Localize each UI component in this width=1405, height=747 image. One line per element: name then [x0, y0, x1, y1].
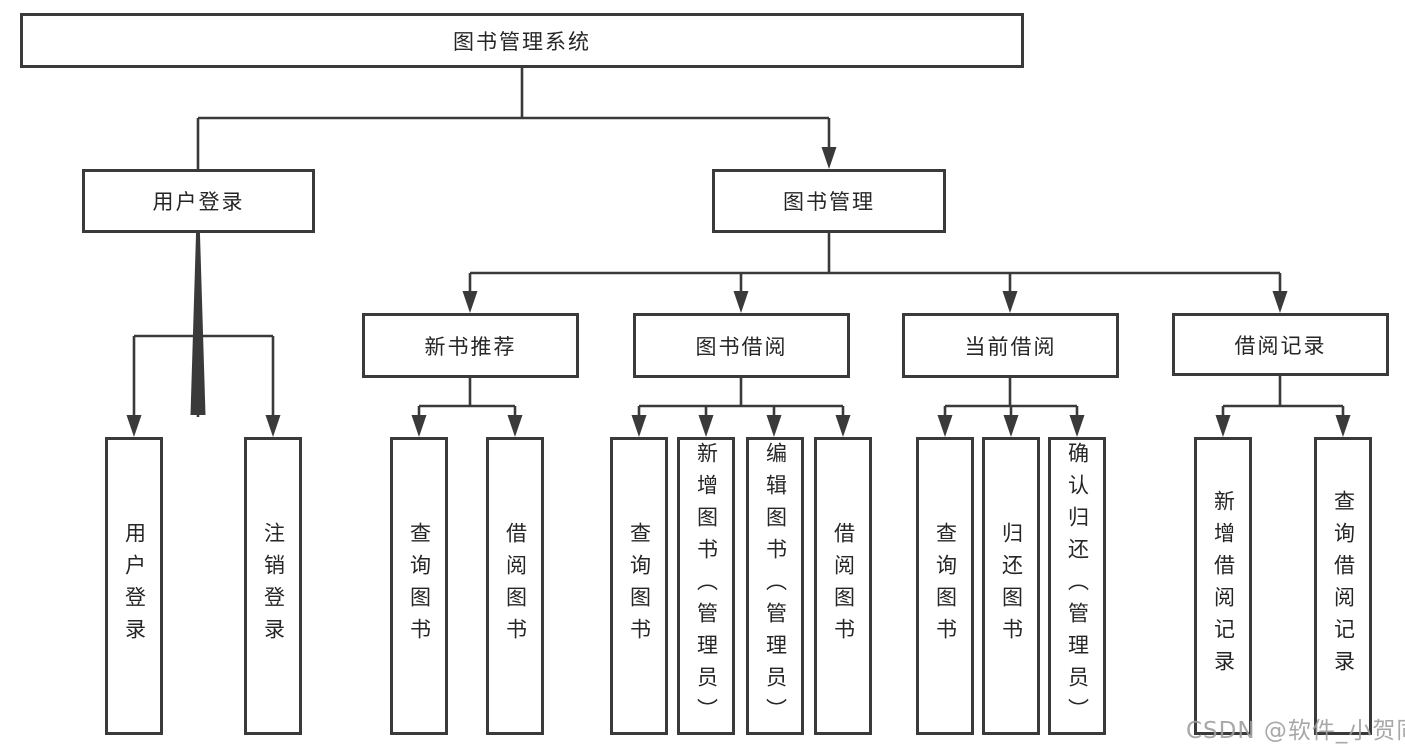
leaf-query-books-borrow: 查询图书: [610, 437, 668, 735]
leaf-add-borrow-record: 新增借阅记录: [1194, 437, 1252, 735]
node-book-borrow: 图书借阅: [633, 313, 850, 378]
leaf-return-books: 归还图书: [982, 437, 1040, 735]
leaf-confirm-return-admin: 确认归还（管理员）: [1048, 437, 1106, 735]
connector-current-borrow-to-leaves: [937, 378, 1085, 437]
connector-user-login-to-leaves: [126, 233, 281, 437]
leaf-confirm-return-admin-label: 确认归还（管理员）: [1065, 442, 1090, 730]
leaf-borrow-books-recommend-label: 借阅图书: [503, 522, 528, 650]
leaf-return-books-label: 归还图书: [999, 522, 1024, 650]
leaf-query-books-borrow-label: 查询图书: [627, 522, 652, 650]
leaf-add-books-admin: 新增图书（管理员）: [677, 437, 735, 735]
leaf-user-login: 用户登录: [105, 437, 163, 735]
leaf-borrow-books-label: 借阅图书: [831, 522, 856, 650]
leaf-query-books-current-label: 查询图书: [933, 522, 958, 650]
leaf-borrow-books-recommend: 借阅图书: [486, 437, 544, 735]
node-user-login: 用户登录: [82, 169, 315, 233]
leaf-query-borrow-record: 查询借阅记录: [1314, 437, 1372, 735]
connector-book-management-to-level3: [462, 233, 1288, 313]
node-new-book-recommend: 新书推荐: [362, 313, 579, 378]
leaf-query-books-recommend-label: 查询图书: [407, 522, 432, 650]
leaf-query-books-current: 查询图书: [916, 437, 974, 735]
connector-book-borrow-to-leaves: [631, 378, 851, 437]
csdn-watermark: CSDN @软件_小贺同学: [1186, 718, 1405, 744]
leaf-edit-books-admin: 编辑图书（管理员）: [746, 437, 804, 735]
leaf-add-books-admin-label: 新增图书（管理员）: [694, 442, 719, 730]
node-borrow-record: 借阅记录: [1172, 313, 1389, 376]
node-book-management: 图书管理: [712, 169, 946, 233]
leaf-edit-books-admin-label: 编辑图书（管理员）: [763, 442, 788, 730]
leaf-query-books-recommend: 查询图书: [390, 437, 448, 735]
node-current-borrow: 当前借阅: [902, 313, 1119, 378]
leaf-add-borrow-record-label: 新增借阅记录: [1211, 490, 1236, 682]
leaf-borrow-books: 借阅图书: [814, 437, 872, 735]
leaf-query-borrow-record-label: 查询借阅记录: [1331, 490, 1356, 682]
connector-borrow-record-to-leaves: [1215, 376, 1351, 437]
leaf-logout-label: 注销登录: [261, 522, 286, 650]
connector-new-book-recommend-to-leaves: [411, 378, 523, 437]
leaf-logout: 注销登录: [244, 437, 302, 735]
node-root-library-management-system: 图书管理系统: [20, 13, 1024, 68]
leaf-user-login-label: 用户登录: [122, 522, 147, 650]
